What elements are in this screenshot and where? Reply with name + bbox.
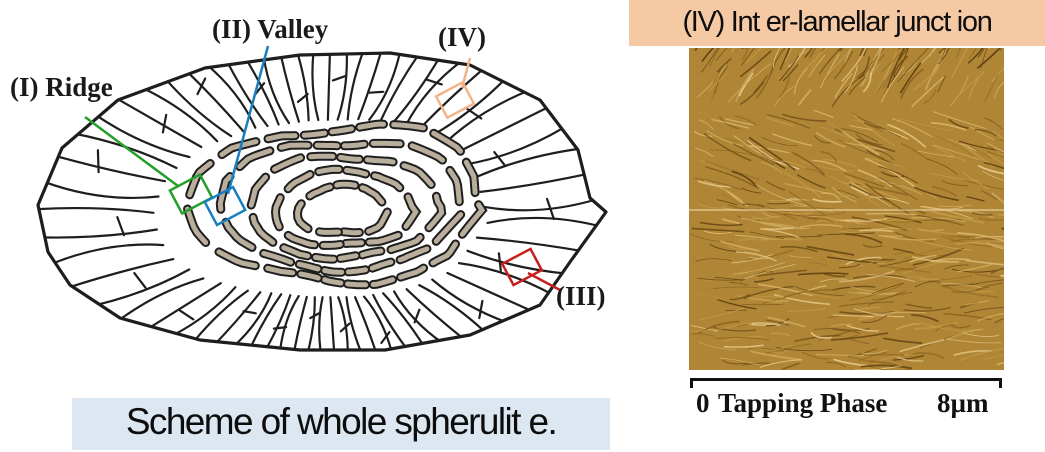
label-ridge: (I) Ridge (10, 72, 113, 103)
scheme-caption-box: Scheme of whole spherulit e. (72, 398, 610, 450)
scale-bar (690, 378, 1002, 388)
callout-ridge (85, 117, 212, 213)
callout-valley (205, 46, 268, 225)
radial-fibrils (35, 49, 600, 354)
label-region-iii: (III) (556, 281, 606, 312)
lamellar-ridges (188, 124, 483, 285)
label-valley: (II) Valley (212, 14, 328, 45)
afm-phase-image (689, 48, 1004, 370)
afm-title-box: (IV) Int er-lamellar junct ion (629, 0, 1045, 46)
scale-end-label: 8µm (937, 388, 989, 419)
scheme-caption: Scheme of whole spherulit e. (72, 401, 610, 443)
afm-title: (IV) Int er-lamellar junct ion (629, 6, 1045, 39)
scale-mode-label: Tapping Phase (718, 388, 887, 419)
label-junction: (IV) (438, 22, 486, 53)
scale-start-label: 0 (696, 388, 710, 419)
